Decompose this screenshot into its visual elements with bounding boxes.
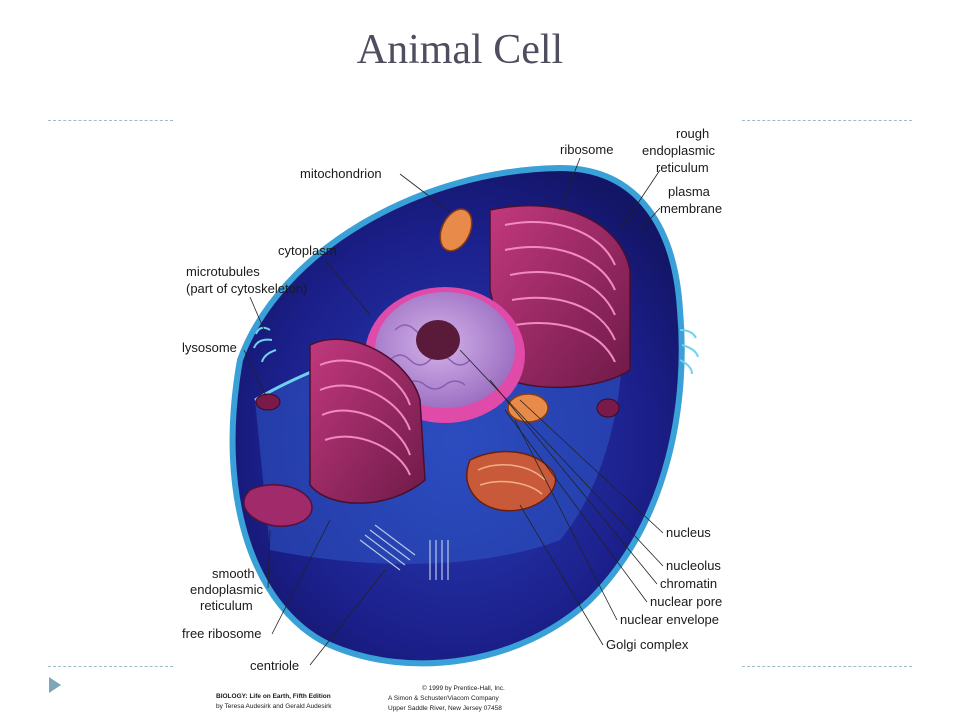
- label-microtubules-1: microtubules: [186, 264, 260, 279]
- label-mitochondrion: mitochondrion: [300, 166, 382, 181]
- label-cytoplasm: cytoplasm: [278, 243, 337, 258]
- smooth-er: [243, 484, 313, 527]
- label-microtubules-2: (part of cytoskeleton): [186, 281, 307, 296]
- label-smooth-er-1: smooth: [212, 566, 255, 581]
- golgi-stack-left: [309, 338, 426, 504]
- credit-publisher-1: © 1999 by Prentice-Hall, Inc.: [422, 684, 505, 692]
- divider-bottom-left: [48, 666, 173, 667]
- label-nucleolus: nucleolus: [666, 558, 721, 573]
- animal-cell-diagram: mitochondrion cytoplasm microtubules (pa…: [182, 126, 722, 712]
- label-plasma-membrane-2: membrane: [660, 201, 722, 216]
- label-golgi-complex: Golgi complex: [606, 637, 689, 652]
- credit-publisher-2: A Simon & Schuster/Viacom Company: [388, 695, 500, 702]
- slide-title: Animal Cell: [356, 27, 564, 73]
- nucleolus: [416, 320, 460, 360]
- mitochondrion-top: [439, 208, 473, 252]
- label-rough-er-3: reticulum: [656, 160, 709, 175]
- label-nuclear-pore: nuclear pore: [650, 594, 722, 609]
- label-smooth-er-2: endoplasmic: [190, 582, 263, 597]
- divider-bottom-right: [742, 666, 912, 667]
- label-lysosome: lysosome: [182, 340, 237, 355]
- credit-book-1: BIOLOGY: Life on Earth, Fifth Edition: [216, 693, 331, 700]
- label-free-ribosome: free ribosome: [182, 626, 261, 641]
- label-rough-er-1: rough: [676, 126, 709, 141]
- golgi-complex: [466, 450, 557, 512]
- divider-top-right: [742, 120, 912, 121]
- microtubule-fringe-right: [679, 329, 699, 375]
- label-smooth-er-3: reticulum: [200, 598, 253, 613]
- divider-top-left: [48, 120, 173, 121]
- rough-er: [489, 204, 631, 389]
- lysosome: [255, 393, 281, 411]
- credit-publisher-3: Upper Saddle River, New Jersey 07458: [388, 705, 502, 712]
- label-centriole: centriole: [250, 658, 299, 673]
- label-nucleus: nucleus: [666, 525, 711, 540]
- label-nuclear-envelope: nuclear envelope: [620, 612, 719, 627]
- credit-book-2: by Teresa Audesirk and Gerald Audesirk: [216, 703, 332, 710]
- label-ribosome: ribosome: [560, 142, 613, 157]
- label-rough-er-2: endoplasmic: [642, 143, 715, 158]
- microtubule-fringe-left: [253, 326, 277, 363]
- label-chromatin: chromatin: [660, 576, 717, 591]
- triangle-right-icon: [49, 677, 61, 693]
- vesicle-right: [596, 398, 620, 418]
- label-plasma-membrane-1: plasma: [668, 184, 711, 199]
- centriole: [359, 524, 449, 580]
